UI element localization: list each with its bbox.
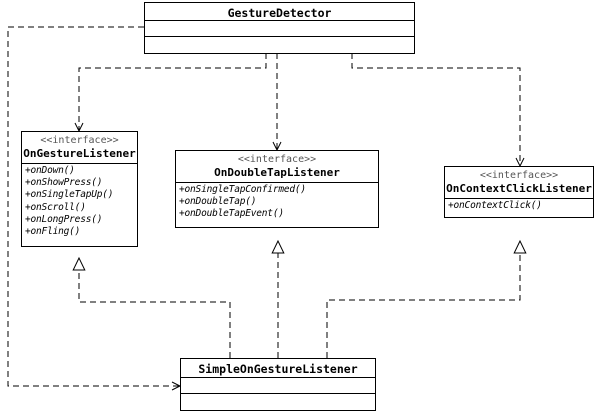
- operations-compartment: [145, 37, 414, 53]
- class-on-gesture-listener[interactable]: <<interface>> OnGestureListener +onDown(…: [21, 131, 138, 247]
- edge-dependency-gesturedetector-ongesturelistener: [74, 53, 267, 133]
- operation-item: +onSingleTapConfirmed(): [179, 184, 306, 195]
- operation-item: +onDown(): [25, 165, 75, 176]
- operation-item: +onScroll(): [25, 201, 86, 213]
- class-title-compartment: <<interface>> OnContextClickListener: [445, 167, 593, 199]
- operations-compartment: +onDown() +onShowPress() +onSingleTapUp(…: [22, 164, 137, 239]
- class-name-gesture-detector: GestureDetector: [227, 6, 332, 20]
- stereotype-interface: <<interface>>: [40, 135, 119, 146]
- operation-item: +onFling(): [25, 226, 81, 238]
- operation-item: +onDoubleTap(): [179, 196, 257, 208]
- class-on-context-click-listener[interactable]: <<interface>> OnContextClickListener +on…: [444, 166, 594, 218]
- class-title-compartment: <<interface>> OnGestureListener: [22, 132, 137, 164]
- operation-item: +onContextClick(): [448, 200, 542, 211]
- class-title-compartment: <<interface>> OnDoubleTapListener: [176, 151, 378, 183]
- operation-item: +onShowPress(): [25, 177, 103, 189]
- attributes-compartment: [181, 378, 375, 394]
- class-on-double-tap-listener[interactable]: <<interface>> OnDoubleTapListener +onSin…: [175, 150, 379, 228]
- class-title-compartment: SimpleOnGestureListener: [181, 359, 375, 378]
- operations-compartment: +onSingleTapConfirmed() +onDoubleTap() +…: [176, 183, 378, 222]
- class-gesture-detector[interactable]: GestureDetector: [144, 2, 415, 54]
- class-name-simple-on-gesture-listener: SimpleOnGestureListener: [198, 362, 358, 376]
- operation-item: +onLongPress(): [25, 213, 103, 225]
- operations-compartment: [181, 394, 375, 410]
- operation-item: +onSingleTapUp(): [25, 189, 114, 201]
- edge-realization-simple-ongesturelistener: [72, 256, 231, 358]
- class-name-on-context-click-listener: OnContextClickListener: [446, 182, 592, 195]
- class-title-compartment: GestureDetector: [145, 3, 414, 21]
- class-name-on-gesture-listener: OnGestureListener: [23, 147, 136, 160]
- stereotype-interface: <<interface>>: [479, 170, 559, 181]
- class-simple-on-gesture-listener[interactable]: SimpleOnGestureListener: [180, 358, 376, 411]
- operations-compartment: +onContextClick(): [445, 199, 593, 213]
- operation-item: +onDoubleTapEvent(): [179, 208, 284, 220]
- edge-realization-simple-oncontextclicklistener: [326, 239, 527, 358]
- class-name-on-double-tap-listener: OnDoubleTapListener: [214, 166, 340, 179]
- stereotype-interface: <<interface>>: [237, 154, 317, 165]
- attributes-compartment: [145, 21, 414, 37]
